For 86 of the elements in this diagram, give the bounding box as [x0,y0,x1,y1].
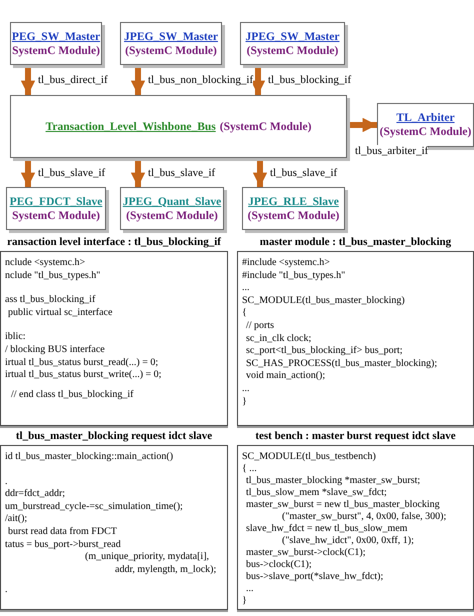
code-line: bus->clock(C1); [246,559,312,571]
code-line: slave_hw_fdct = new tl_bus_slow_mem [246,523,408,535]
edge-label: tl_bus_non_blocking_if [148,74,254,86]
module-type: (SystemC Module) [378,125,472,139]
code-line: . [5,476,8,488]
panel-heading: test bench : master burst request idct slave [254,430,457,442]
module-name: JPEG_RLE_Slave [247,194,340,208]
edge-label: tl_bus_arbiter_if [355,145,428,157]
module-name: TL_Arbiter [395,111,456,125]
code-line: { [242,307,247,320]
block-arrow [130,65,146,95]
edge-label: tl_bus_slave_if [148,166,216,178]
panel-heading: ransaction level interface : tl_bus_blocking_if [6,236,222,248]
code-line: // ports [246,320,274,332]
code-line: tatus = bus_port->burst_read [5,538,121,551]
code-line: addr, mylength, m_lock); [115,564,216,576]
block-arrow [252,158,268,187]
module-name: PEG_FDCT_Slave [8,194,104,208]
module-type: (SystemC Module) [125,208,219,222]
module-name: JPEG_SW_Master [123,30,219,44]
module-name: Transaction_Level_Wishbone_Bus [46,120,216,134]
code-line: . [5,584,8,596]
code-line: irtual tl_bus_status burst_write(...) = 0; [5,369,162,382]
block-arrow [250,65,266,95]
module-box [377,103,474,147]
code-line: } [242,396,247,408]
edge-label: tl_bus_direct_if [38,74,108,86]
code-line: tl_bus_slow_mem *slave_sw_fdct; [246,487,387,499]
module-box [10,95,347,158]
code-line: ddr=fdct_addr; [5,488,66,500]
module-name: JPEG_Quant_Slave [122,194,222,208]
code-line: master_sw_burst = new tl_bus_master_blocking [246,499,440,511]
block-arrow [130,158,146,187]
module-type: (SystemC Module) [246,44,340,58]
module-box [240,22,345,65]
code-line: #include "tl_bus_types.h" [242,270,346,282]
code-line: iblic: [5,331,26,344]
block-arrow [20,65,36,95]
edge-label: tl_bus_slave_if [270,166,338,178]
code-line: master_sw_burst->clock(C1); [246,547,366,559]
module-box [120,22,222,65]
code-line: sc_in_clk clock; [246,332,312,345]
code-line: um_burstread_cycle-=sc_simulation_time(); [5,500,183,513]
block-arrow [20,158,36,187]
code-line: ("slave_hw_idct", 0x00, 0xff, 1); [282,535,414,547]
block-arrow [347,118,377,132]
panel-heading: tl_bus_master_blocking request idct slave [14,430,214,442]
code-line: public virtual sc_interface [8,306,112,319]
code-line: tl_bus_master_blocking *master_sw_burst; [246,475,420,487]
code-line: ass tl_bus_blocking_if [5,294,96,306]
panel-heading: master module : tl_bus_master_blocking [258,236,452,248]
code-line: nclude <systemc.h> [5,257,86,269]
module-type: (SystemC Module) [246,208,340,222]
code-line: sc_port<tl_bus_blocking_if> bus_port; [246,345,403,358]
edge-label: tl_bus_slave_if [38,166,106,178]
module-type: SystemC Module) [11,208,101,222]
code-line: // end class tl_bus_blocking_if [11,389,134,401]
code-line: bus->slave_port(*slave_hw_fdct); [246,571,384,583]
module-name: PEG_SW_Master [11,30,101,44]
module-box [6,187,106,230]
code-line: (m_unique_priority, mydata[i], [85,551,210,564]
code-line: / blocking BUS interface [5,344,105,356]
code-line: SC_HAS_PROCESS(tl_bus_master_blocking); [246,358,438,370]
code-line: #include <systemc.h> [242,257,330,269]
code-line: nclude "tl_bus_types.h" [5,270,100,282]
code-line: id tl_bus_master_blocking::main_action() [5,451,174,463]
module-type: (SystemC Module) [220,120,312,134]
module-name: JPEG_SW_Master [244,30,340,44]
module-box [242,187,345,230]
code-line: ... [242,282,250,294]
code-line: void main_action(); [246,370,326,382]
code-line: SC_MODULE(tl_bus_testbench) [242,451,376,463]
code-line: SC_MODULE(tl_bus_master_blocking) [242,294,405,307]
code-line: ... [242,383,250,395]
code-line: irtual tl_bus_status burst_read(...) = 0; [5,356,158,369]
code-line: { ... [242,463,257,475]
module-type: (SystemC Module) [124,44,218,58]
code-line: } [242,595,247,607]
code-line: /ait(); [5,513,28,526]
edge-label: tl_bus_blocking_if [268,74,352,86]
module-box [120,187,224,230]
code-line: burst read data from FDCT [8,526,117,538]
module-box [10,22,102,65]
module-type: SystemC Module) [11,44,101,58]
code-line: ("master_sw_burst", 4, 0x00, false, 300); [282,511,446,523]
code-line: ... [246,583,254,595]
